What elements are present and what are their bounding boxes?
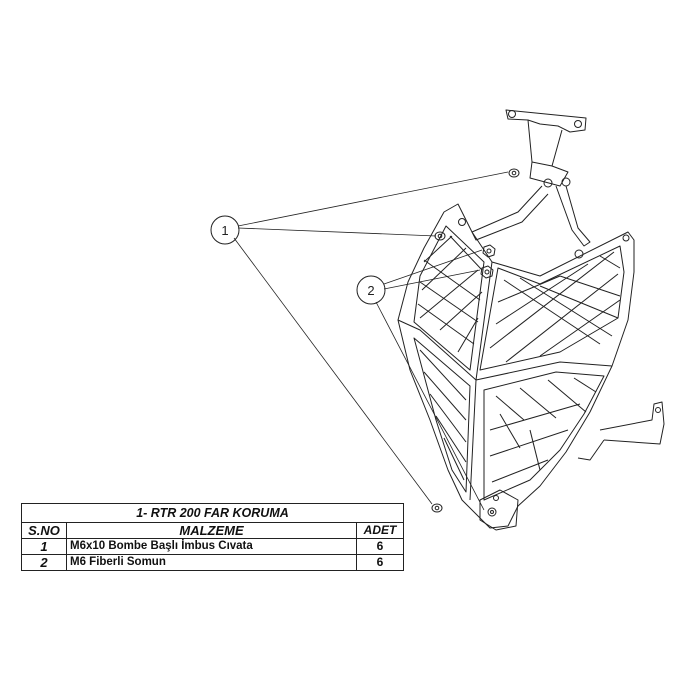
table-title-row: 1- RTR 200 FAR KORUMA bbox=[21, 503, 404, 523]
callout-label: 1 bbox=[221, 223, 228, 238]
row-material: M6 Fiberli Somun bbox=[66, 554, 357, 571]
row-qty: 6 bbox=[356, 538, 404, 555]
headlight-guard-frame bbox=[397, 203, 635, 529]
mesh-pattern bbox=[417, 235, 483, 353]
bolt-icon bbox=[508, 168, 520, 178]
table-header-row: S.NO MALZEME ADET bbox=[21, 522, 404, 539]
side-mounting-arm bbox=[577, 401, 665, 461]
slot-pattern bbox=[489, 377, 597, 483]
header-material: MALZEME bbox=[66, 522, 357, 539]
callout-bubble-2 bbox=[356, 275, 386, 305]
table-row: 1 M6x10 Bombe Başlı İmbus Cıvata 6 bbox=[21, 538, 404, 555]
row-qty: 6 bbox=[356, 554, 404, 571]
nut-icon bbox=[480, 265, 494, 279]
header-sno: S.NO bbox=[21, 522, 67, 539]
callout-bubble-1 bbox=[210, 215, 240, 245]
table-row: 2 M6 Fiberli Somun 6 bbox=[21, 554, 404, 571]
table-title: 1- RTR 200 FAR KORUMA bbox=[21, 503, 404, 523]
header-qty: ADET bbox=[356, 522, 404, 539]
slot-pattern bbox=[419, 349, 467, 481]
callout-label: 2 bbox=[367, 283, 374, 298]
bolt-icon bbox=[434, 231, 446, 241]
bolt-icon bbox=[431, 503, 443, 513]
bill-of-materials-table: 1- RTR 200 FAR KORUMA S.NO MALZEME ADET … bbox=[21, 503, 404, 571]
mesh-pattern bbox=[489, 251, 621, 363]
row-material: M6x10 Bombe Başlı İmbus Cıvata bbox=[66, 538, 357, 555]
nut-icon bbox=[482, 244, 496, 258]
top-mounting-bracket bbox=[471, 109, 591, 259]
bottom-mounting-tab bbox=[479, 489, 519, 531]
row-no: 1 bbox=[21, 538, 67, 555]
row-no: 2 bbox=[21, 554, 67, 571]
callout-leader-lines bbox=[233, 171, 509, 511]
